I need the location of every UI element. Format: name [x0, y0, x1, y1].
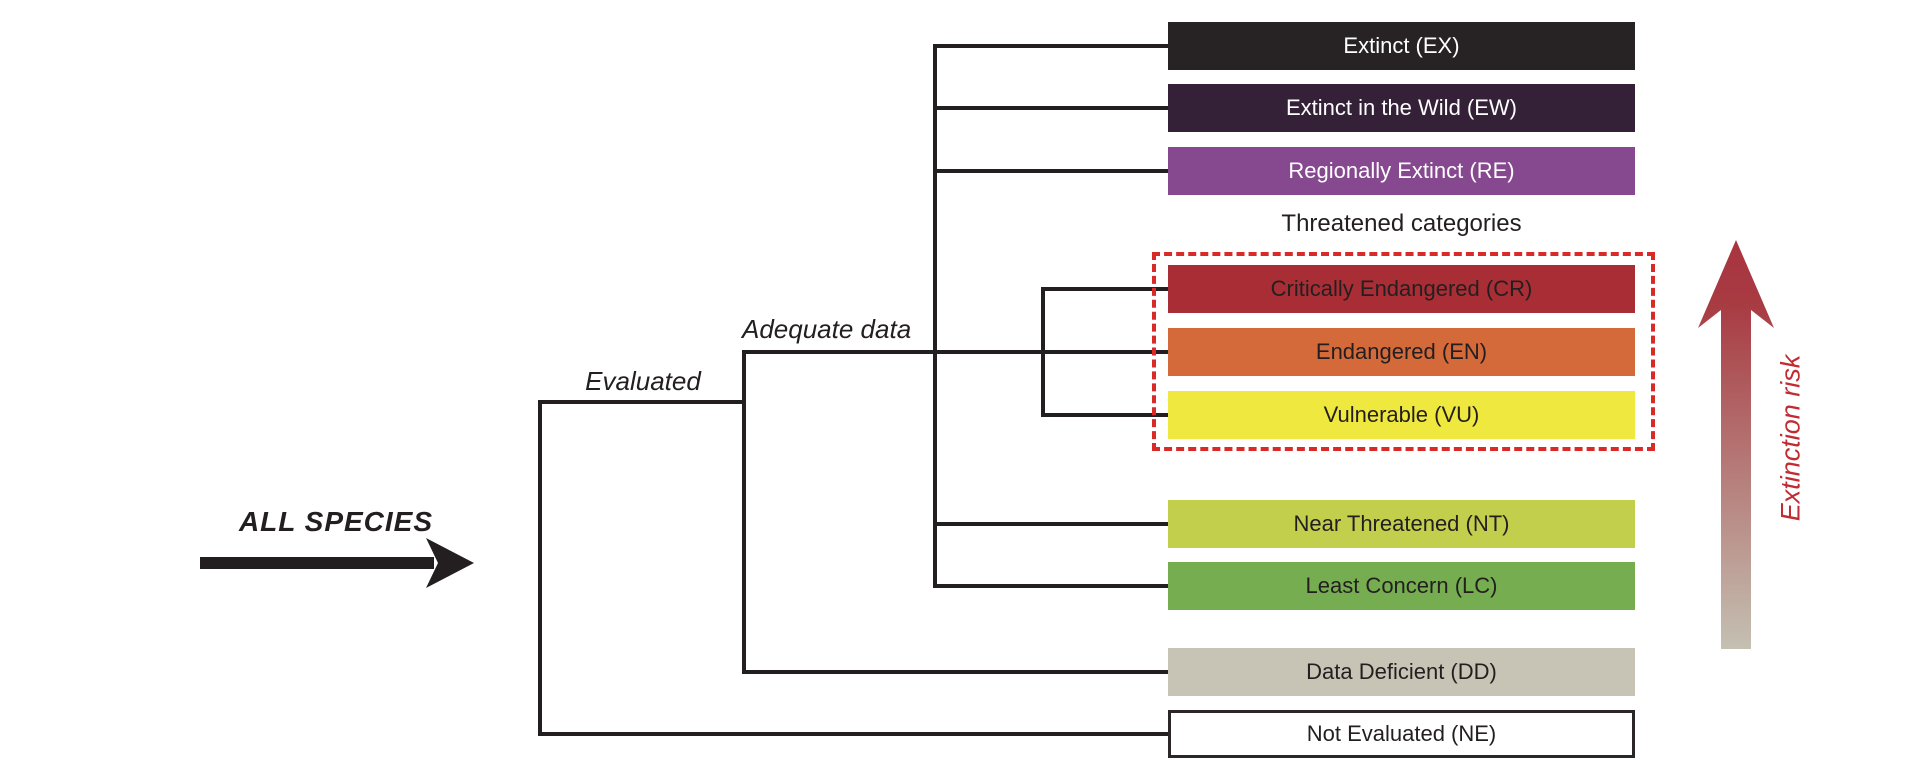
- tree-line-trunk: [933, 44, 937, 588]
- evaluated-label: Evaluated: [585, 366, 701, 396]
- category-label: Data Deficient (DD): [1306, 659, 1497, 684]
- category-label: Near Threatened (NT): [1293, 511, 1510, 536]
- tree-line-evaluated: [538, 400, 746, 404]
- tree-line-evaluated-drop: [538, 400, 542, 736]
- tree-line-threat-fork: [1041, 287, 1045, 417]
- tree-line-to-ex: [933, 44, 1168, 48]
- tree-line-to-cr: [1041, 287, 1168, 291]
- category-box-en: Endangered (EN): [1168, 328, 1635, 376]
- category-label: Vulnerable (VU): [1323, 402, 1480, 427]
- adequate-data-label: Adequate data: [742, 314, 912, 344]
- tree-line-adequate-drop: [742, 350, 746, 674]
- category-box-dd: Data Deficient (DD): [1168, 648, 1635, 696]
- category-label: Extinct (EX): [1343, 33, 1460, 58]
- category-label: Endangered (EN): [1315, 339, 1488, 364]
- category-box-nt: Near Threatened (NT): [1168, 500, 1635, 548]
- category-box-vu: Vulnerable (VU): [1168, 391, 1635, 439]
- category-box-lc: Least Concern (LC): [1168, 562, 1635, 610]
- category-box-ew: Extinct in the Wild (EW): [1168, 84, 1635, 132]
- threatened-group-label: Threatened categories: [1281, 210, 1522, 237]
- category-label: Least Concern (LC): [1305, 573, 1498, 598]
- category-label: Regionally Extinct (RE): [1288, 158, 1515, 183]
- tree-line-to-vu: [1041, 413, 1168, 417]
- category-box-re: Regionally Extinct (RE): [1168, 147, 1635, 195]
- category-box-cr: Critically Endangered (CR): [1168, 265, 1635, 313]
- tree-line-to-nt: [933, 522, 1168, 526]
- extinction-risk-arrow: [1698, 240, 1774, 649]
- category-box-ex: Extinct (EX): [1168, 22, 1635, 70]
- tree-line-to-re: [933, 169, 1168, 173]
- category-box-ne: Not Evaluated (NE): [1168, 710, 1635, 758]
- tree-line-to-dd: [742, 670, 1168, 674]
- all-species-arrow: [200, 538, 474, 588]
- category-label: Extinct in the Wild (EW): [1285, 95, 1518, 120]
- tree-line-to-lc: [933, 584, 1168, 588]
- threatened-group-outline: [1152, 252, 1655, 451]
- tree-line-to-ne: [538, 732, 1168, 736]
- category-label: Not Evaluated (NE): [1306, 721, 1497, 746]
- tree-line-to-ew: [933, 106, 1168, 110]
- category-label: Critically Endangered (CR): [1270, 276, 1533, 301]
- tree-line-adequate-to-en: [742, 350, 1168, 354]
- all-species-label: ALL SPECIES: [238, 506, 434, 537]
